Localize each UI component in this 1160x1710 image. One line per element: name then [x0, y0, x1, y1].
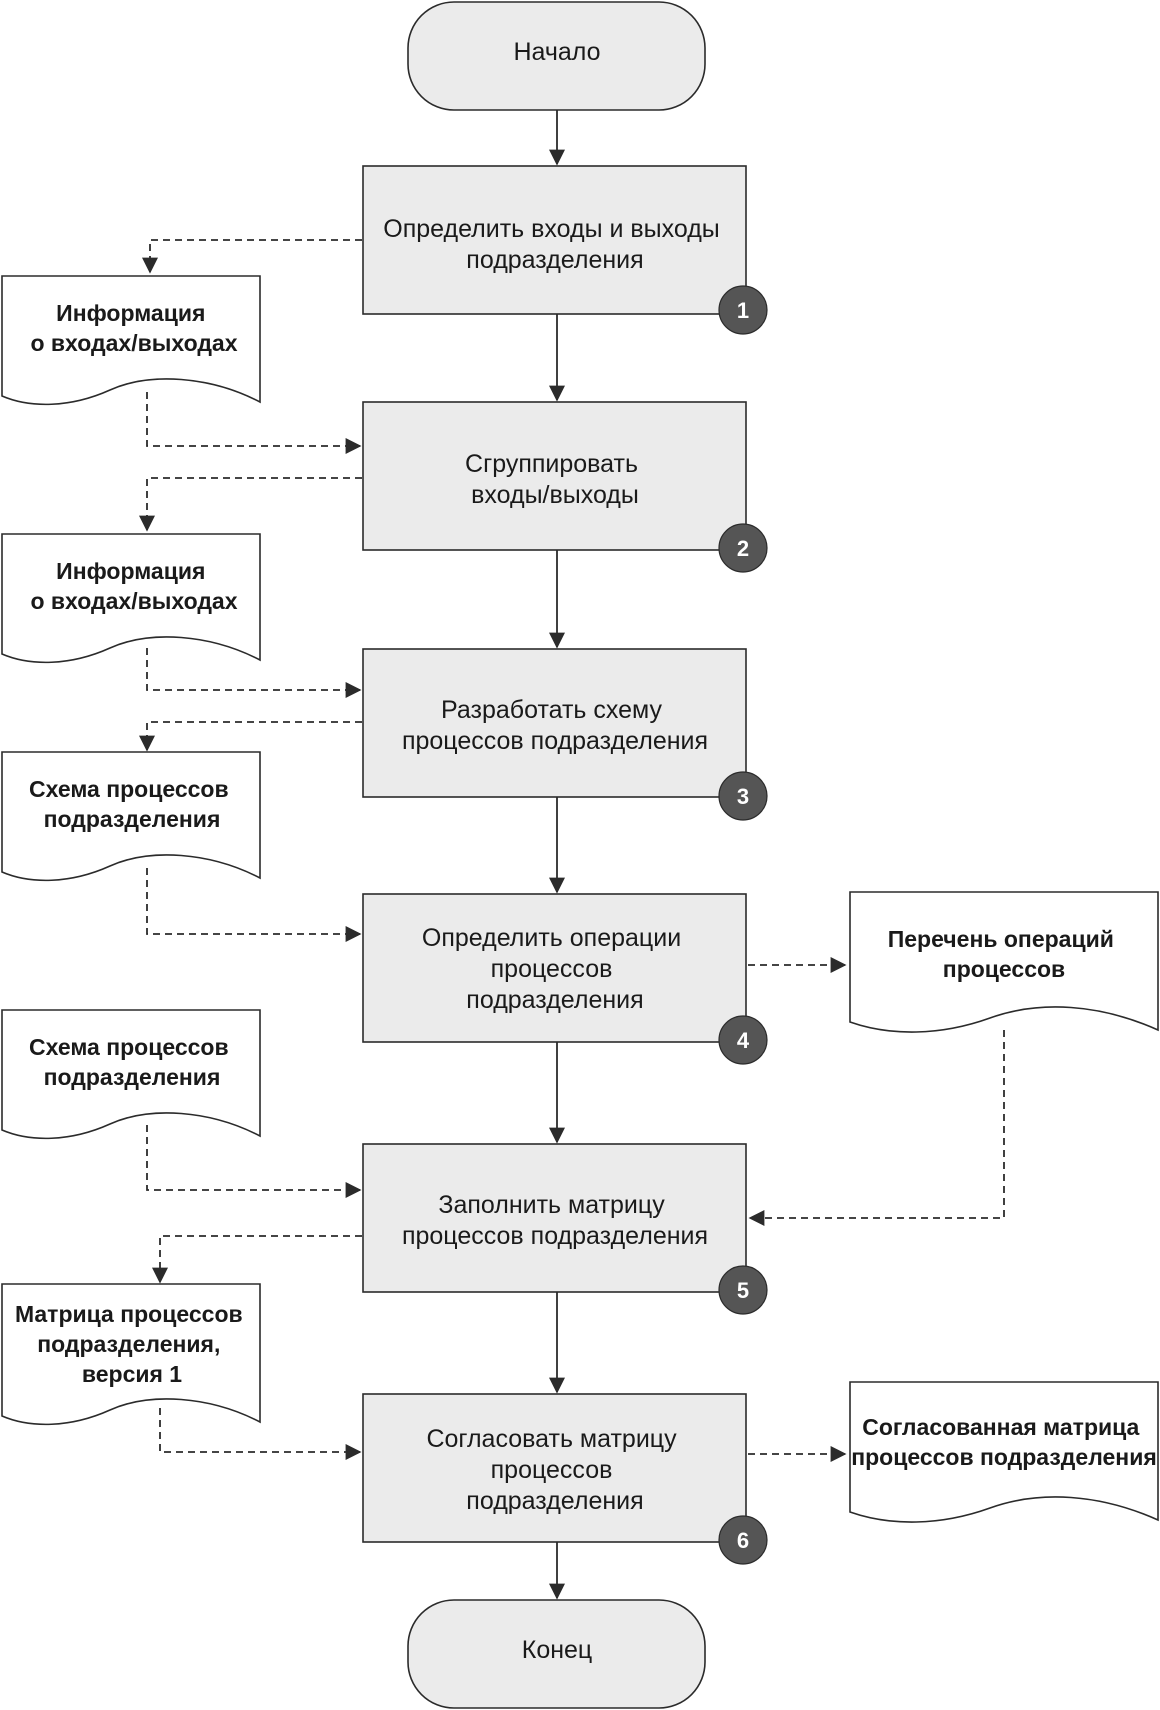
document-7-shape — [849, 1381, 1159, 1523]
document-7-label-line: Согласованная матрица — [862, 1414, 1139, 1440]
step-6-label-line: Согласовать матрицу — [426, 1425, 677, 1453]
step-6-label-line: процессов — [491, 1456, 613, 1484]
document-6-label: Матрица процессов подразделения, версия … — [15, 1301, 249, 1387]
step-5-number-badge — [718, 1265, 768, 1315]
step-1-number: 1 — [737, 298, 749, 323]
step-4-label-line: подразделения — [466, 986, 643, 1014]
document-1-shape — [1, 275, 261, 406]
step-2-label-line: Сгруппировать — [465, 450, 638, 478]
document-3-label: Схема процессов подразделения — [29, 776, 235, 832]
dashed-arrow-doc3-to-step4 — [146, 868, 362, 942]
step-5-label-line: процессов подразделения — [402, 1222, 708, 1250]
step-1-label: Определить входы и выходы подразделения — [383, 215, 726, 274]
document-flow-arrows — [139, 239, 1005, 1462]
step-2-label: Сгруппировать входы/выходы — [465, 450, 645, 509]
document-2-shape — [1, 533, 261, 664]
step-6-box — [362, 1393, 747, 1543]
step-5: Заполнить матрицу процессов подразделени… — [362, 1143, 768, 1315]
document-2: Информация о входах/выходах — [1, 533, 261, 664]
document-3-label-line: Схема процессов — [29, 776, 229, 802]
step-4-label-line: процессов — [491, 955, 613, 983]
step-5-label-line: Заполнить матрицу — [438, 1191, 665, 1219]
step-4-number-badge — [718, 1015, 768, 1065]
step-5-label: Заполнить матрицу процессов подразделени… — [402, 1191, 708, 1250]
document-1: Информация о входах/выходах — [1, 275, 261, 406]
document-5: Схема процессов подразделения — [1, 1009, 261, 1140]
step-3-label: Разработать схему процессов подразделени… — [402, 696, 708, 755]
step-3-label-line: Разработать схему — [441, 696, 662, 724]
document-2-label-line: о входах/выходах — [30, 588, 237, 614]
step-3-label-line: процессов подразделения — [402, 727, 708, 755]
step-5-box — [362, 1143, 747, 1293]
step-6-number: 6 — [737, 1528, 749, 1553]
dashed-arrow-step2-to-doc2 — [139, 477, 362, 532]
document-3: Схема процессов подразделения — [1, 751, 261, 882]
document-1-label-line: о входах/выходах — [30, 330, 237, 356]
step-4-box — [362, 893, 747, 1043]
document-5-shape — [1, 1009, 261, 1140]
document-7-label-line: процессов подразделения — [851, 1444, 1157, 1470]
step-6-label-line: подразделения — [466, 1487, 643, 1515]
step-1-label-line: подразделения — [466, 246, 643, 274]
step-2: Сгруппировать входы/выходы 2 — [362, 401, 768, 573]
end-terminal: Конец — [407, 1599, 706, 1709]
document-5-label-line: подразделения — [44, 1064, 221, 1090]
step-1-box — [362, 165, 747, 315]
document-6-label-line: версия 1 — [82, 1361, 182, 1387]
dashed-arrow-step1-to-doc1 — [142, 239, 362, 274]
step-4: Определить операции процессов подразделе… — [362, 893, 768, 1065]
document-6-label-line: Матрица процессов — [15, 1301, 243, 1327]
step-4-label: Определить операции процессов подразделе… — [422, 924, 688, 1014]
document-4-label-line: Перечень операций — [888, 926, 1114, 952]
document-2-label-line: Информация — [56, 558, 205, 584]
dashed-arrow-step5-to-doc6 — [152, 1235, 362, 1284]
end-terminal-label: Конец — [522, 1636, 593, 1664]
document-1-label: Информация о входах/выходах — [30, 300, 237, 356]
document-4-label-line: процессов — [943, 956, 1065, 982]
step-2-number-badge — [718, 523, 768, 573]
document-6-shape — [1, 1283, 261, 1426]
step-2-label-line: входы/выходы — [471, 481, 639, 509]
dashed-arrow-doc6-to-step6 — [159, 1408, 362, 1460]
document-3-shape — [1, 751, 261, 882]
end-terminal-shape — [407, 1599, 706, 1709]
dashed-arrow-doc1-to-step2 — [146, 392, 362, 454]
step-4-label-line: Определить операции — [422, 924, 681, 952]
document-2-label: Информация о входах/выходах — [30, 558, 237, 614]
dashed-arrow-doc4-to-step5 — [748, 1030, 1005, 1226]
start-terminal-shape — [407, 1, 706, 111]
document-4: Перечень операций процессов — [849, 891, 1159, 1033]
step-5-number: 5 — [737, 1278, 749, 1303]
document-4-shape — [849, 891, 1159, 1033]
document-3-label-line: подразделения — [44, 806, 221, 832]
start-terminal-label: Начало — [513, 38, 600, 66]
document-4-label: Перечень операций процессов — [888, 926, 1121, 982]
dashed-arrow-doc5-to-step5 — [146, 1125, 362, 1198]
document-6: Матрица процессов подразделения, версия … — [1, 1283, 261, 1426]
step-1: Определить входы и выходы подразделения … — [362, 165, 768, 335]
step-6-number-badge — [718, 1515, 768, 1565]
step-2-number: 2 — [737, 536, 749, 561]
step-4-number: 4 — [737, 1028, 750, 1053]
step-3-number-badge — [718, 771, 768, 821]
dashed-arrow-doc2-to-step3 — [146, 648, 362, 698]
document-7-label: Согласованная матрица процессов подразде… — [851, 1414, 1157, 1470]
step-3-box — [362, 648, 747, 798]
step-1-number-badge — [718, 285, 768, 335]
document-7: Согласованная матрица процессов подразде… — [849, 1381, 1159, 1523]
step-1-label-line: Определить входы и выходы — [383, 215, 720, 243]
document-1-label-line: Информация — [56, 300, 205, 326]
start-terminal: Начало — [407, 1, 706, 111]
step-3-number: 3 — [737, 784, 749, 809]
step-6-label: Согласовать матрицу процессов подразделе… — [426, 1425, 683, 1515]
document-6-label-line: подразделения, — [37, 1331, 220, 1357]
document-5-label: Схема процессов подразделения — [29, 1034, 235, 1090]
dashed-arrow-step3-to-doc3 — [139, 721, 362, 752]
step-3: Разработать схему процессов подразделени… — [362, 648, 768, 821]
step-6: Согласовать матрицу процессов подразделе… — [362, 1393, 768, 1565]
document-5-label-line: Схема процессов — [29, 1034, 229, 1060]
step-2-box — [362, 401, 747, 551]
